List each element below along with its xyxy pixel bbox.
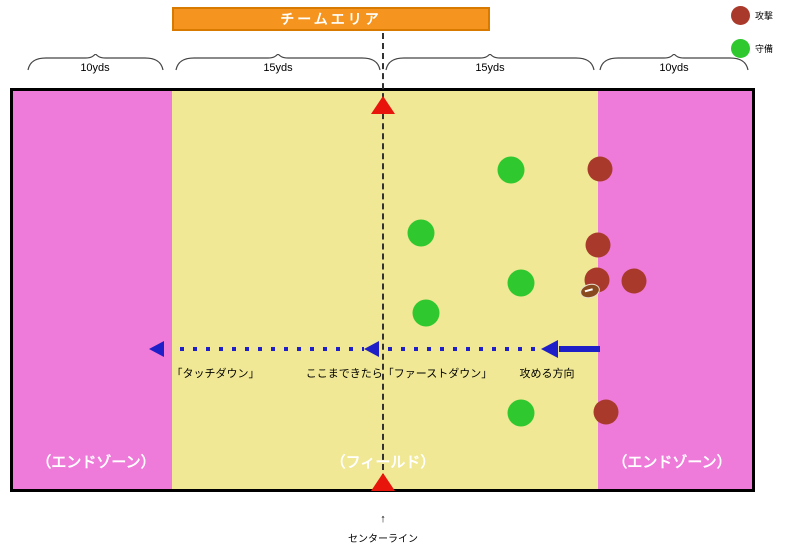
attack-direction-arrowhead-icon (541, 340, 558, 358)
offense-player (593, 399, 619, 425)
defense-player (412, 299, 440, 327)
brace-15yds-right (385, 54, 595, 71)
brace-15yds-left (175, 54, 381, 71)
dimension-braces (27, 54, 749, 71)
defense-player (497, 156, 525, 184)
touchdown-arrowhead-icon (149, 341, 164, 357)
defense-player (507, 269, 535, 297)
team-area-banner: チームエリア (172, 7, 490, 31)
offense-legend-icon (731, 5, 750, 25)
touchdown-dotted-line-left (180, 347, 364, 351)
attack-direction-arrow-shaft (559, 346, 600, 352)
legend-defense-row: 守備 (731, 38, 773, 58)
touchdown-label: 「タッチダウン」 (171, 368, 260, 380)
dim-label-left-field: 15yds (263, 62, 293, 74)
firstdown-arrowhead-icon (364, 341, 379, 357)
offense-legend-label: 攻撃 (755, 10, 774, 21)
center-line-top-marker-icon (371, 96, 395, 114)
brace-10yds-left (27, 54, 164, 71)
left-endzone-label: （エンドゾーン） (36, 454, 156, 471)
offense-player (621, 268, 647, 294)
center-line-bottom-marker-icon (371, 473, 395, 491)
right-endzone-label: （エンドゾーン） (612, 454, 732, 471)
attack-direction-label: 攻める方向 (519, 368, 575, 380)
legend: 攻撃 守備 (731, 5, 773, 58)
defense-player (407, 219, 435, 247)
dim-label-right-field: 15yds (475, 62, 505, 74)
dim-label-left-endzone: 10yds (80, 62, 110, 74)
team-area-label: チームエリア (280, 11, 382, 27)
defense-legend-label: 守備 (755, 43, 774, 54)
brace-10yds-right (599, 54, 749, 71)
touchdown-dotted-line-right (388, 347, 541, 351)
offense-player (585, 232, 611, 258)
offense-player (587, 156, 613, 182)
centerline-label: センターライン (348, 534, 418, 545)
defense-legend-icon (731, 38, 750, 58)
defense-player (507, 399, 535, 427)
legend-offense-row: 攻撃 (731, 5, 773, 25)
center-dashed-line (382, 33, 384, 490)
centerline-arrow-label: ↑ (380, 513, 386, 525)
firstdown-label: ここまできたら「ファーストダウン」 (305, 368, 493, 380)
dim-label-right-endzone: 10yds (659, 62, 689, 74)
